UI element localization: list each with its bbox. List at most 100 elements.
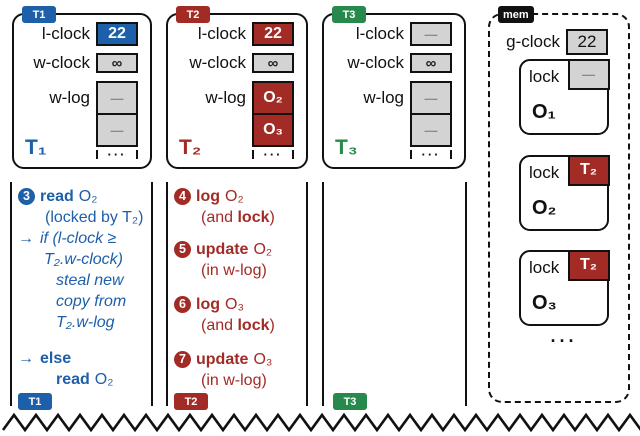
t2-name: T₂: [179, 136, 202, 159]
object-card-o2: lock T₂ O₂: [519, 154, 610, 231]
zigzag-line: [1, 412, 640, 433]
step-7: 7 update O₃ (in w-log): [174, 349, 310, 391]
note: (in w-log): [201, 372, 267, 389]
step-line: copy from: [18, 291, 155, 312]
object-name: O₃: [532, 292, 557, 314]
arrow-glyph: →: [18, 230, 34, 247]
lclock-label: l-clock: [41, 24, 90, 43]
object-name: O₂: [532, 197, 557, 219]
t1-wlog-entry: —: [96, 113, 138, 147]
t1-wlog-continuation: ···: [96, 147, 138, 162]
t2-lclock-row: l-clock 22: [172, 22, 294, 46]
wclock-label: w-clock: [33, 53, 90, 72]
keyword: read: [56, 371, 90, 388]
step-line: 4 log O₂: [174, 186, 310, 207]
keyword: log: [196, 188, 220, 205]
step-line: T₂.w-clock): [18, 249, 155, 270]
t1-tag: T1: [22, 6, 56, 23]
t1-name: T₁: [25, 136, 47, 159]
condition: T₂.w-clock): [44, 251, 123, 268]
t3-wlog-stack: — —: [410, 81, 452, 147]
wlog-label: w-log: [49, 88, 90, 107]
t3-tag: T3: [332, 6, 366, 23]
if-branch: → if (l-clock ≥ T₂.w-clock) steal new co…: [18, 228, 155, 333]
t2-wlog-row: w-log O₂ O₃: [172, 81, 294, 147]
lock-label: lock: [529, 163, 560, 182]
lclock-label: l-clock: [355, 24, 404, 43]
t2-tag: T2: [176, 6, 210, 23]
t3-timeline-lane: [322, 182, 467, 406]
t1-state-box: T1 l-clock 22 w-clock ∞ w-log — — ··· T₁: [12, 6, 152, 169]
object-ref: O₃: [225, 296, 244, 313]
t1-lclock-row: l-clock 22: [18, 22, 138, 46]
wclock-label: w-clock: [189, 53, 246, 72]
t3-lclock-value: —: [410, 22, 452, 46]
step-line: (locked by T₂): [18, 207, 155, 228]
keyword: update: [196, 351, 249, 368]
t3-wlog-entry: —: [410, 113, 452, 147]
t3-name: T₃: [335, 136, 358, 159]
keyword: update: [196, 241, 249, 258]
tick: [292, 150, 294, 159]
t2-timeline-lane: [166, 182, 308, 406]
t3-wlog-continuation: ···: [410, 148, 452, 161]
o1-lock-value: —: [567, 58, 610, 90]
step-line: 7 update O₃: [174, 349, 310, 370]
t2-wlog-continuation: ···: [252, 147, 294, 162]
tick: [252, 150, 254, 159]
object-card-o1: lock — O₁: [519, 58, 610, 135]
tick: [96, 150, 98, 159]
t2-state-box: T2 l-clock 22 w-clock ∞ w-log O₂ O₃ ··· …: [166, 6, 308, 169]
object-ref: O₂: [94, 371, 114, 388]
step-line: 6 log O₃: [174, 294, 310, 315]
wlog-label: w-log: [205, 88, 246, 107]
lclock-label: l-clock: [197, 24, 246, 43]
t3-wlog-row: w-log — —: [328, 81, 452, 147]
t3-lclock-row: l-clock —: [328, 22, 452, 46]
ellipsis: ···: [263, 147, 283, 162]
keyword: read: [40, 188, 74, 205]
t3-state-box: T3 l-clock — w-clock ∞ w-log — — ··· T₃: [322, 6, 466, 169]
ellipsis: ···: [107, 147, 127, 162]
object-name: O₁: [532, 101, 556, 123]
step-4-badge: 4: [174, 188, 191, 205]
object-ref: O₂: [78, 188, 98, 205]
note: ): [269, 317, 275, 334]
action: copy from: [56, 293, 127, 310]
keyword: else: [40, 350, 72, 367]
gclock-label: g-clock: [506, 32, 560, 51]
step-6-badge: 6: [174, 296, 191, 313]
note: (in w-log): [201, 262, 267, 279]
t1-timeline-lane: [10, 182, 153, 406]
arrow-glyph: →: [18, 350, 34, 367]
step-6: 6 log O₃ (and lock): [174, 294, 310, 336]
step-4: 4 log O₂ (and lock): [174, 186, 310, 228]
t2-wlog-entry: O₂: [252, 81, 294, 115]
step-line: → else: [18, 348, 155, 369]
mem-tag: mem: [498, 6, 534, 23]
wlog-label: w-log: [363, 88, 404, 107]
action: T₂.w-log: [56, 314, 115, 331]
step-3-badge: 3: [18, 188, 35, 205]
t3-wclock-row: w-clock ∞: [328, 53, 452, 73]
torn-edge-zigzag: [1, 412, 640, 433]
gclock-value: 22: [566, 29, 608, 55]
step-7-badge: 7: [174, 351, 191, 368]
step-5-badge: 5: [174, 241, 191, 258]
else-branch: → else read O₂: [18, 348, 155, 390]
note: (locked by T₂): [45, 209, 144, 226]
wclock-label: w-clock: [347, 53, 404, 72]
step-line: (in w-log): [174, 260, 310, 281]
gclock-row: g-clock 22: [492, 29, 608, 55]
t2-wlog-stack: O₂ O₃: [252, 81, 294, 147]
t1-lclock-value: 22: [96, 22, 138, 46]
step-3: 3 read O₂ (locked by T₂): [18, 186, 155, 228]
t1-wlog-stack: — —: [96, 81, 138, 147]
o3-lock-value: T₂: [567, 249, 610, 281]
t3-bottom-tag: T3: [333, 393, 367, 410]
t2-wlog-entry: O₃: [252, 113, 294, 147]
step-5: 5 update O₂ (in w-log): [174, 239, 310, 281]
step-line: 3 read O₂: [18, 186, 155, 207]
memory-box: mem g-clock 22 lock — O₁ lock T₂ O₂ lock…: [488, 6, 630, 403]
